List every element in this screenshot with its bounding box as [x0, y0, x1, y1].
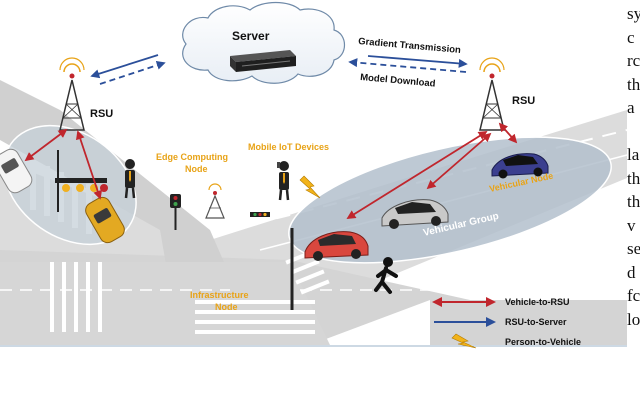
edge-node-tower-icon — [205, 183, 225, 219]
right-rsu-label: RSU — [512, 95, 535, 107]
purple-car — [491, 153, 549, 179]
side-text-line: c — [627, 27, 635, 47]
model-download-label: Model Download — [360, 72, 436, 90]
side-text-line: fc — [627, 286, 640, 305]
edge-node-label-line2: Node — [185, 164, 208, 174]
side-text-line: th — [627, 74, 640, 94]
right-rsu-to-purple-car-arrow — [498, 122, 518, 144]
person-icon-left — [124, 159, 136, 199]
infrastructure-pole-icon — [250, 212, 294, 310]
edge-traffic-light-icon — [170, 194, 181, 230]
left-white-car — [0, 148, 33, 194]
left-rsu-to-server-arrow — [99, 60, 166, 85]
right-rsu-tower-icon — [479, 57, 505, 131]
server-icon — [230, 50, 296, 72]
cloud — [182, 1, 346, 84]
gradient-transmission-arrow — [367, 55, 468, 68]
side-text-line: th — [627, 168, 640, 188]
infrastructure-label-line1: Infrastructure — [190, 290, 249, 300]
edge-node-label-line1: Edge Computing — [156, 152, 228, 162]
infrastructure-label-line2: Node — [215, 302, 238, 312]
side-text-line: sy — [627, 4, 640, 23]
side-text-line: d — [627, 262, 636, 282]
left-rsu-to-yellow-car-arrow — [76, 130, 102, 200]
model-download-arrow — [348, 58, 467, 73]
legend-v2r-label: Vehicle-to-RSU — [505, 297, 570, 307]
side-text-line: v — [627, 215, 636, 235]
server-to-left-rsu-arrow — [90, 54, 159, 79]
legend-p2v-label: Person-to-Vehicle — [505, 337, 581, 347]
running-person-icon — [374, 257, 398, 294]
mobile-iot-person-icon — [277, 161, 290, 201]
gradient-transmission-label: Gradient Transmission — [358, 36, 462, 56]
legend-p2v-swatch — [451, 333, 477, 349]
side-text-line: rc — [627, 51, 640, 70]
crosswalk-bottom — [50, 262, 315, 334]
side-text-line: th — [627, 192, 640, 211]
left-rsu-to-car-arrow — [24, 128, 68, 162]
lightning-icon — [299, 175, 321, 199]
left-rsu-tower-icon — [59, 57, 85, 131]
left-rsu-label: RSU — [90, 108, 113, 120]
side-text-line: lo — [627, 309, 640, 329]
legend-r2s-label: RSU-to-Server — [505, 317, 567, 327]
cropped-side-text: sy c rc th a la th th v se d fc lo — [627, 0, 640, 331]
side-text-line: a — [627, 98, 635, 117]
right-rsu-to-silver-car-arrow — [426, 132, 492, 190]
side-text-line: la — [627, 145, 640, 164]
legend: Vehicle-to-RSU RSU-to-Server Person-to-V… — [432, 297, 581, 349]
red-car — [304, 231, 369, 261]
left-yellow-car — [85, 196, 125, 244]
mobile-iot-label: Mobile IoT Devices — [248, 142, 329, 152]
side-text-line: se — [627, 239, 640, 258]
server-label: Server — [232, 29, 270, 43]
